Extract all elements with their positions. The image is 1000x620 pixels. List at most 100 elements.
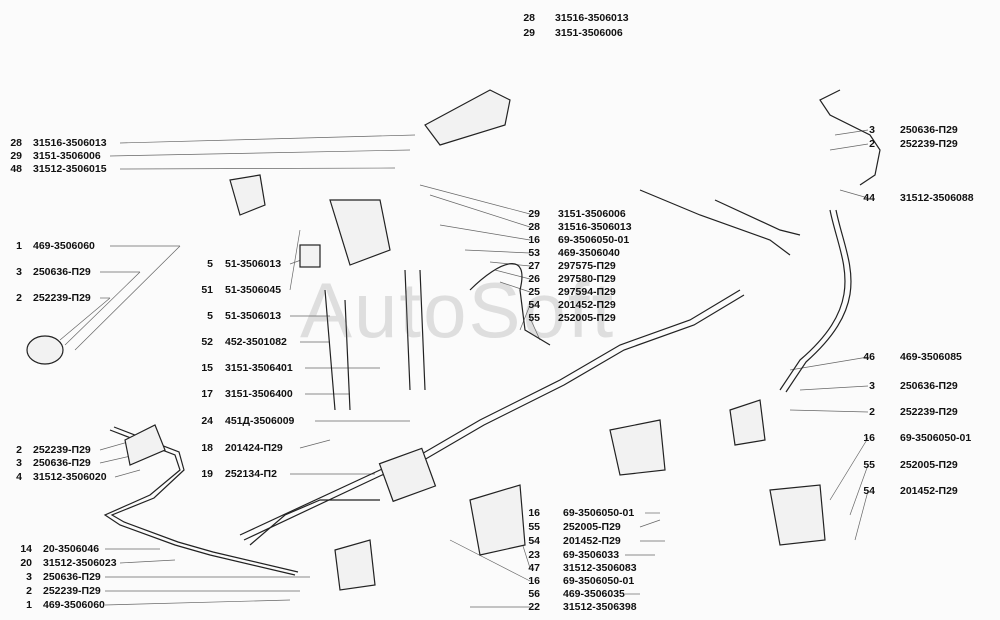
part-number: 31512-3506088	[900, 192, 974, 204]
callout-number: 55	[863, 459, 875, 471]
callout-number: 3	[16, 266, 22, 278]
callout-number: 14	[20, 543, 32, 555]
part-number: 3151-3506401	[225, 362, 293, 374]
callout-number: 3	[869, 380, 875, 392]
callout-number: 4	[16, 471, 22, 483]
part-number: 297575-П29	[558, 260, 616, 272]
part-number: 69-3506050-01	[563, 507, 635, 519]
part-number: 3151-3506006	[33, 150, 101, 162]
part-number: 252239-П29	[33, 292, 91, 304]
callout-number: 55	[528, 312, 540, 324]
part-number: 252239-П29	[43, 585, 101, 597]
callout-number: 29	[523, 27, 535, 39]
callout-number: 56	[528, 588, 540, 600]
callout-number: 55	[528, 521, 540, 533]
part-number: 69-3506050-01	[900, 432, 972, 444]
part-number: 31512-3506398	[563, 601, 637, 613]
bracket	[329, 199, 391, 266]
callout-number: 1	[26, 599, 32, 611]
part-number: 469-3506085	[900, 351, 962, 363]
callout-number: 2	[26, 585, 32, 597]
callout-number: 28	[528, 221, 540, 233]
callout-number: 3	[26, 571, 32, 583]
callout-number: 16	[528, 234, 540, 246]
callout-number: 27	[528, 260, 540, 272]
part-number: 250636-П29	[33, 457, 91, 469]
fitting-bracket	[769, 484, 826, 546]
callout-number: 25	[528, 286, 540, 298]
part-number: 250636-П29	[900, 380, 958, 392]
tee-block	[378, 447, 437, 503]
part-number: 252134-П2	[225, 468, 277, 480]
callout-number: 19	[201, 468, 213, 480]
part-number: 20-3506046	[43, 543, 100, 555]
callout-number: 46	[863, 351, 875, 363]
callout-number: 29	[10, 150, 22, 162]
part-number: 31512-3506015	[33, 163, 107, 175]
part-number: 3151-3506006	[558, 208, 626, 220]
part-number: 3151-3506400	[225, 388, 293, 400]
callout-number: 26	[528, 273, 540, 285]
part-number: 31512-3506083	[563, 562, 637, 574]
callout-number: 47	[528, 562, 540, 574]
callout-number: 3	[16, 457, 22, 469]
part-number: 469-3506035	[563, 588, 625, 600]
part-number: 252239-П29	[900, 138, 958, 150]
part-number: 250636-П29	[43, 571, 101, 583]
part-number: 51-3506013	[225, 258, 282, 270]
part-number: 69-3506050-01	[558, 234, 630, 246]
part-number: 469-3506060	[33, 240, 95, 252]
part-number: 451Д-3506009	[225, 415, 295, 427]
part-number: 51-3506045	[225, 284, 282, 296]
callout-number: 28	[523, 12, 535, 24]
callout-number: 44	[863, 192, 875, 204]
bracket-left	[124, 424, 166, 466]
part-number: 31516-3506013	[33, 137, 107, 149]
part-number: 201452-П29	[900, 485, 958, 497]
callout-number: 54	[528, 535, 540, 547]
callout-number: 28	[10, 137, 22, 149]
master-cylinder	[424, 89, 511, 146]
callout-number: 2	[16, 444, 22, 456]
callout-number: 54	[528, 299, 540, 311]
part-number: 297594-П29	[558, 286, 616, 298]
clamp	[229, 174, 266, 216]
parts	[26, 89, 826, 591]
callout-number: 16	[863, 432, 875, 444]
part-number: 31512-3506020	[33, 471, 107, 483]
tee-fitting	[729, 399, 766, 446]
mount-bracket	[469, 484, 526, 556]
part-number: 250636-П29	[900, 124, 958, 136]
bolt	[299, 244, 321, 268]
callout-number: 52	[201, 336, 213, 348]
part-number: 201424-П29	[225, 442, 283, 454]
part-number: 252005-П29	[558, 312, 616, 324]
callout-number: 24	[201, 415, 213, 427]
callout-number: 2	[869, 406, 875, 418]
part-number: 201452-П29	[563, 535, 621, 547]
wheel-cylinder-fitting	[26, 335, 64, 365]
part-number: 469-3506060	[43, 599, 105, 611]
part-number: 297580-П29	[558, 273, 616, 285]
callout-number: 20	[20, 557, 32, 569]
callout-number: 48	[10, 163, 22, 175]
part-number: 31516-3506013	[558, 221, 632, 233]
callout-number: 15	[201, 362, 213, 374]
part-number: 250636-П29	[33, 266, 91, 278]
part-number: 69-3506033	[563, 549, 620, 561]
part-number: 201452-П29	[558, 299, 616, 311]
callout-number: 16	[528, 507, 540, 519]
callout-number: 18	[201, 442, 213, 454]
watermark: AutoSoft	[300, 266, 616, 354]
part-number: 469-3506040	[558, 247, 620, 259]
part-number: 31516-3506013	[555, 12, 629, 24]
callout-number: 22	[528, 601, 540, 613]
part-number: 31512-3506023	[43, 557, 117, 569]
callout-number: 5	[207, 310, 213, 322]
leader-lines	[59, 129, 869, 608]
callout-number: 29	[528, 208, 540, 220]
callout-number: 5	[207, 258, 213, 270]
callout-number: 17	[201, 388, 213, 400]
